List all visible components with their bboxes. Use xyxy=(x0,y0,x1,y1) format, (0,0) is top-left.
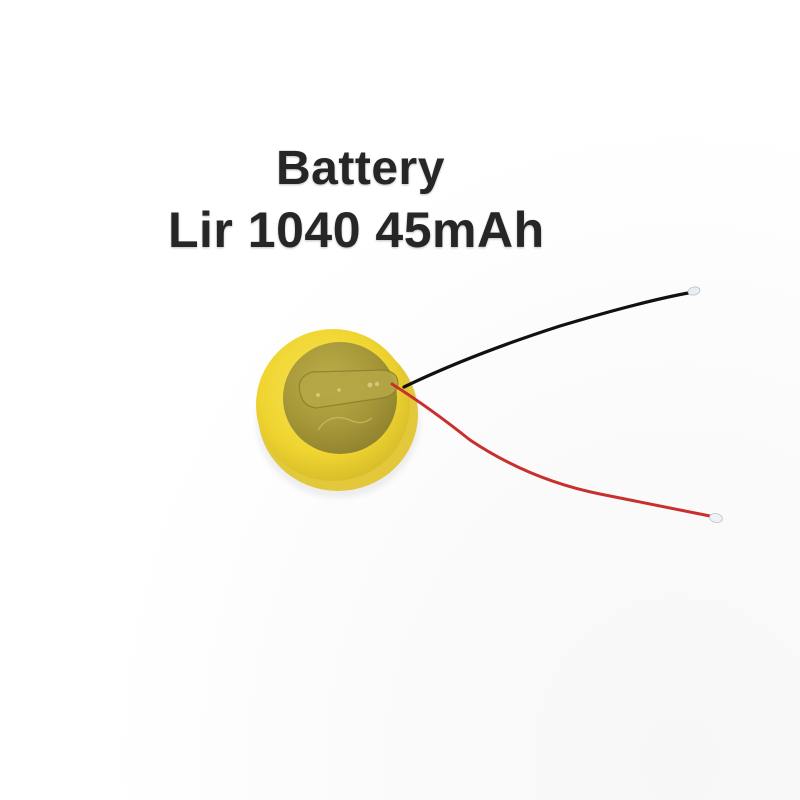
red-wire xyxy=(390,382,712,518)
product-title-line1: Battery xyxy=(276,142,445,195)
solder-tab xyxy=(298,369,399,409)
black-wire xyxy=(402,291,690,389)
product-title-line2: Lir 1040 45mAh xyxy=(168,202,545,258)
black-wire-tip xyxy=(687,286,701,296)
red-wire-tip xyxy=(709,512,723,524)
